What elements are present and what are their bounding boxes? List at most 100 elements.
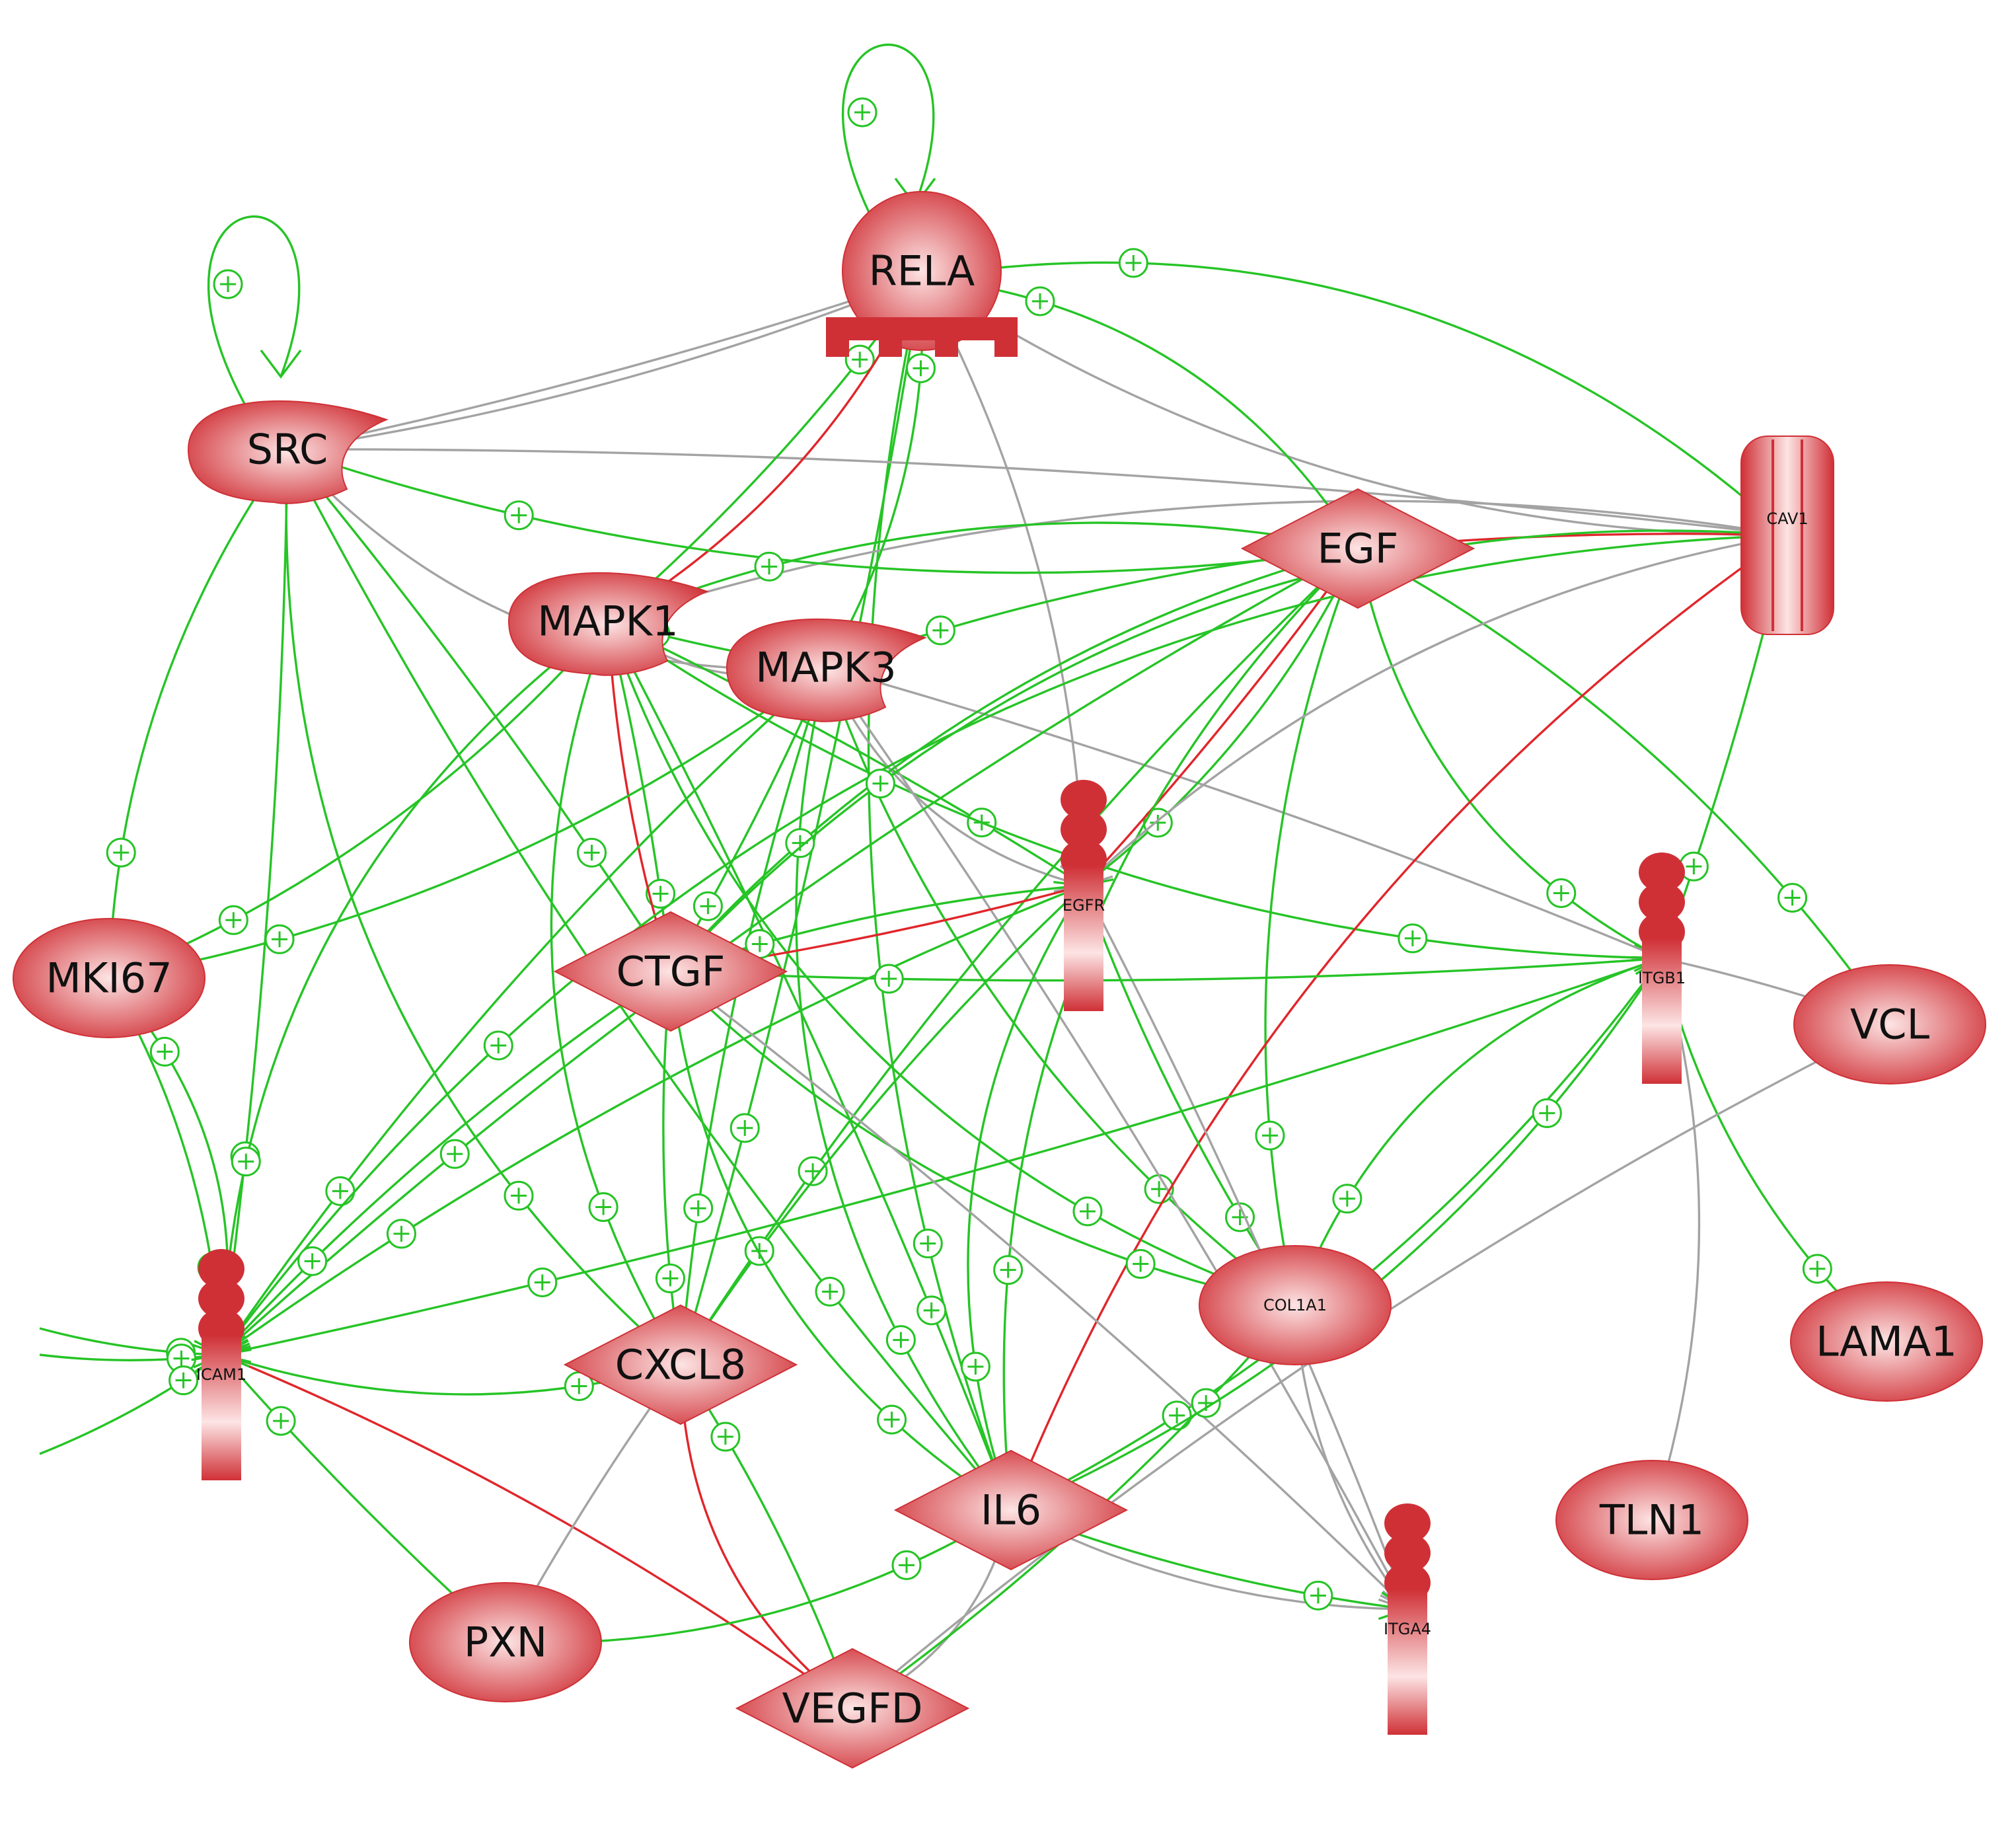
edge-itgb1-col1a1-activation xyxy=(1291,957,1662,1308)
node-label: CAV1 xyxy=(1766,510,1808,528)
activation-plus-icon xyxy=(1225,1202,1255,1233)
node-label: IL6 xyxy=(981,1486,1041,1535)
activation-plus-icon xyxy=(885,1325,916,1355)
activation-plus-icon xyxy=(874,964,904,994)
node-mki67[interactable]: MKI67 xyxy=(13,918,205,1038)
activation-plus-icon xyxy=(729,1113,760,1143)
node-lama1[interactable]: LAMA1 xyxy=(1790,1281,1983,1402)
activation-plus-icon xyxy=(588,1192,618,1223)
node-col1a1[interactable]: COL1A1 xyxy=(1199,1245,1392,1365)
node-label: COL1A1 xyxy=(1263,1296,1327,1314)
edge-mapk1-mki67-activation xyxy=(106,620,609,981)
node-label: MKI67 xyxy=(46,954,172,1003)
activation-plus-icon xyxy=(891,1550,922,1580)
activation-plus-icon xyxy=(1532,1098,1562,1128)
activation-plus-icon xyxy=(916,1295,947,1326)
activation-plus-icon xyxy=(925,615,955,646)
activation-plus-icon xyxy=(1777,882,1808,913)
activation-plus-icon xyxy=(1332,1184,1363,1214)
edge-vegfd-cxcl8-activation xyxy=(679,1362,854,1709)
activation-plus-icon xyxy=(1802,1254,1832,1284)
node-itgb1[interactable]: ITGB1 xyxy=(1632,853,1692,1084)
activation-plus-icon xyxy=(297,1246,328,1276)
node-label: VCL xyxy=(1850,1001,1930,1049)
edge-mapk3-itgb1-unknown xyxy=(825,666,1664,962)
node-label: PXN xyxy=(464,1618,547,1667)
node-cxcl8[interactable]: CXCL8 xyxy=(563,1304,798,1425)
node-label: LAMA1 xyxy=(1816,1318,1957,1366)
edge-mapk3-il6-activation xyxy=(795,667,1013,1513)
activation-plus-icon xyxy=(1072,1196,1103,1227)
edge-src-src-activation xyxy=(207,215,302,410)
activation-plus-icon xyxy=(1398,923,1428,954)
edge-src-cxcl8-activation xyxy=(285,449,683,1367)
node-vegfd[interactable]: VEGFD xyxy=(735,1648,970,1769)
activation-plus-icon xyxy=(993,1255,1024,1285)
node-rela[interactable]: RELA xyxy=(826,191,1018,357)
activation-plus-icon xyxy=(577,837,607,868)
edge-rela-rela-activation xyxy=(842,44,936,239)
edge-vcl-vegfd-unknown xyxy=(850,1023,1890,1710)
node-il6[interactable]: IL6 xyxy=(893,1449,1129,1571)
node-src[interactable]: SRC xyxy=(187,400,389,504)
node-label: EGFR xyxy=(1063,896,1105,915)
activation-plus-icon xyxy=(1191,1388,1221,1418)
activation-plus-icon xyxy=(683,1193,714,1223)
node-mapk3[interactable]: MAPK3 xyxy=(726,618,927,722)
node-icam1[interactable]: ICAM1 xyxy=(192,1249,251,1480)
edge-mapk1-cxcl8-activation xyxy=(550,621,683,1367)
activation-plus-icon xyxy=(905,353,936,383)
node-label: MAPK3 xyxy=(755,644,896,692)
node-egf[interactable]: EGF xyxy=(1240,488,1475,609)
activation-plus-icon xyxy=(231,1147,261,1177)
node-cav1[interactable]: CAV1 xyxy=(1740,436,1834,635)
edge-cav1-ctgf-activation xyxy=(669,529,1788,973)
edge-offscreen-icam1-activation xyxy=(39,1353,224,1455)
node-itga4[interactable]: ITGA4 xyxy=(1378,1503,1437,1735)
activation-plus-icon xyxy=(527,1267,558,1297)
activation-plus-icon xyxy=(1255,1120,1285,1151)
activation-plus-icon xyxy=(744,1236,774,1266)
edge-src-cav1-unknown xyxy=(287,448,1790,547)
node-vcl[interactable]: VCL xyxy=(1793,964,1986,1084)
node-egfr[interactable]: EGFR xyxy=(1054,780,1113,1011)
activation-plus-icon xyxy=(504,1180,534,1211)
edge-src-ctgf-activation xyxy=(286,448,673,974)
edge-src-rela-unknown xyxy=(287,274,924,451)
edge-egf-egfr-activation xyxy=(1081,548,1359,888)
activation-plus-icon xyxy=(483,1030,513,1061)
node-label: TLN1 xyxy=(1599,1496,1704,1544)
edge-egf-itgb1-activation xyxy=(1357,548,1664,960)
node-pxn[interactable]: PXN xyxy=(409,1582,602,1702)
edge-egf-rela-activation xyxy=(919,266,1359,549)
activation-plus-icon xyxy=(439,1139,470,1169)
node-label: VEGFD xyxy=(782,1685,922,1733)
activation-plus-icon xyxy=(847,97,877,128)
node-ctgf[interactable]: CTGF xyxy=(553,911,788,1032)
activation-plus-icon xyxy=(865,769,895,799)
activation-plus-icon xyxy=(815,1276,845,1307)
node-label: ITGA4 xyxy=(1384,1620,1431,1638)
activation-plus-icon xyxy=(264,924,295,954)
activation-plus-icon xyxy=(1025,286,1055,317)
activation-plus-icon xyxy=(168,1365,199,1396)
activation-plus-icon xyxy=(106,837,136,868)
edge-mapk3-itga4-unknown xyxy=(825,667,1409,1612)
activation-plus-icon xyxy=(798,1156,828,1186)
node-mapk1[interactable]: MAPK1 xyxy=(507,572,709,676)
activation-plus-icon xyxy=(745,929,775,960)
activation-plus-icon xyxy=(213,269,243,299)
edge-cav1-icam1-activation xyxy=(219,534,1788,1357)
activation-plus-icon xyxy=(218,905,248,935)
activation-plus-icon xyxy=(386,1219,416,1249)
node-label: CTGF xyxy=(616,948,726,996)
node-label: SRC xyxy=(247,426,328,474)
node-tln1[interactable]: TLN1 xyxy=(1555,1460,1748,1580)
activation-plus-icon xyxy=(646,878,676,909)
edge-egf-ctgf-activation xyxy=(669,547,1359,973)
activation-plus-icon xyxy=(564,1371,594,1401)
activation-plus-icon xyxy=(913,1229,943,1259)
activation-plus-icon xyxy=(1303,1580,1333,1611)
